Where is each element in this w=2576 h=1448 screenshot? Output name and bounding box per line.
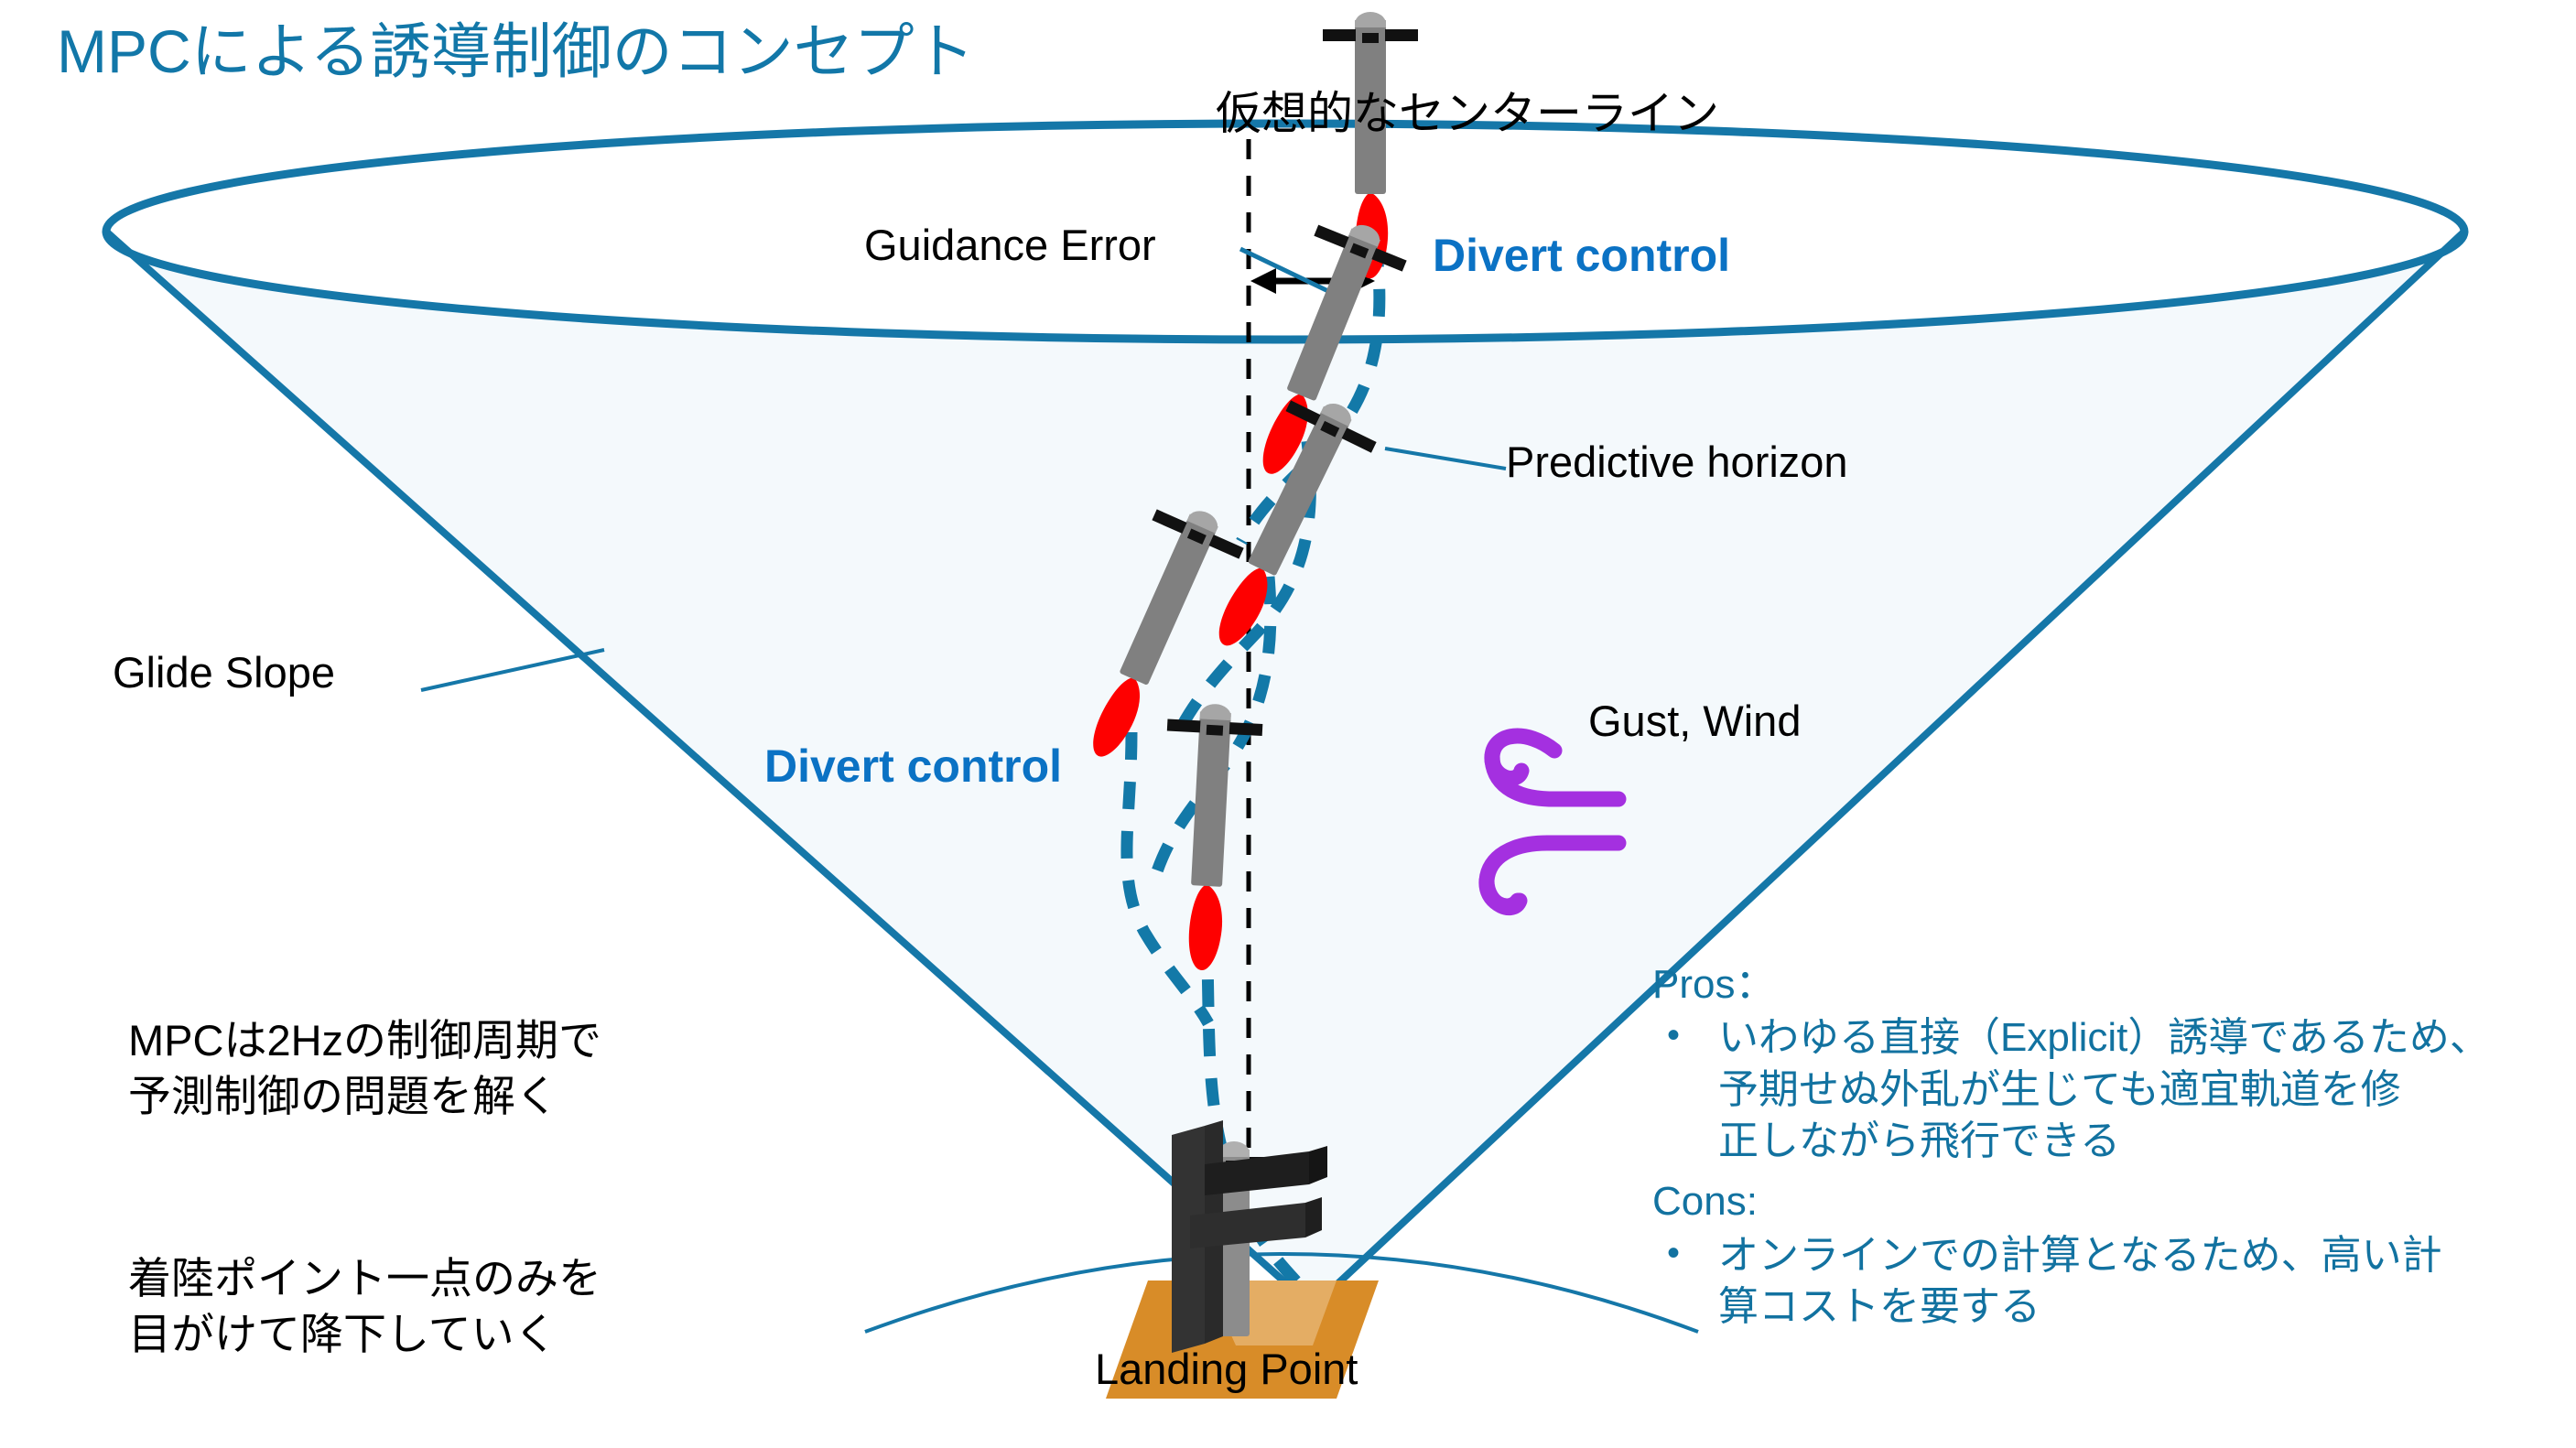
wind-gust-icon: [1478, 728, 1627, 916]
trajectory-segment-2: [1168, 440, 1316, 746]
ground-horizon-arc: [864, 1252, 1699, 1334]
glide-slope-label: Glide Slope: [113, 648, 335, 697]
guidance-error-leader: [1239, 246, 1334, 296]
mpc-note: MPCは2Hzの制御周期で 予測制御の問題を解く: [128, 1016, 602, 1121]
pros-item-text: いわゆる直接（Explicit）誘導であるため、 予期せぬ外乱が生じても適宜軌道…: [1718, 1015, 2490, 1163]
glide-slope-cone-fill: [106, 232, 2464, 1307]
cons-item-text: オンラインでの計算となるため、高い計 算コストを要する: [1718, 1232, 2442, 1329]
gust-wind-label: Gust, Wind: [1588, 697, 1802, 745]
glide-slope-right-edge: [1309, 228, 2468, 1311]
divert-control-label-top: Divert control: [1433, 230, 1731, 281]
landing-point-label: Landing Point: [1095, 1345, 1358, 1393]
trajectory-segment-4: [1120, 731, 1214, 1027]
trajectory-segment-5: [1200, 929, 1301, 1286]
cons-heading: Cons:: [1652, 1179, 1758, 1225]
trajectory-segment-3: [1151, 576, 1277, 874]
glide-slope-left-edge: [103, 228, 1316, 1311]
predictive-horizon-label: Predictive horizon: [1506, 438, 1848, 486]
pros-cons-block: Pros： • いわゆる直接（Explicit）誘導であるため、 予期せぬ外乱が…: [1652, 959, 2576, 1342]
bullet-marker-icon: •: [1667, 1015, 1681, 1056]
guidance-error-label: Guidance Error: [864, 221, 1156, 269]
bullet-marker-icon: •: [1667, 1232, 1681, 1273]
divert-control-label-mid: Divert control: [764, 740, 1063, 792]
virtual-centerline-label: 仮想的なセンターライン: [1216, 88, 1719, 139]
glide-slope-top-ellipse: [102, 119, 2469, 344]
landing-note: 着陸ポイント一点のみを 目がけて降下していく: [128, 1254, 601, 1359]
page-title: MPCによる誘導制御のコンセプト: [57, 17, 975, 85]
pros-heading: Pros：: [1652, 962, 1776, 1007]
cons-bullet-item: • オンラインでの計算となるため、高い計 算コストを要する: [1652, 1230, 2576, 1334]
predictive-horizon-leader: [1384, 447, 1507, 470]
glide-slope-leader: [420, 648, 605, 692]
pros-bullet-item: • いわゆる直接（Explicit）誘導であるため、 予期せぬ外乱が生じても適宜…: [1652, 1012, 2576, 1167]
